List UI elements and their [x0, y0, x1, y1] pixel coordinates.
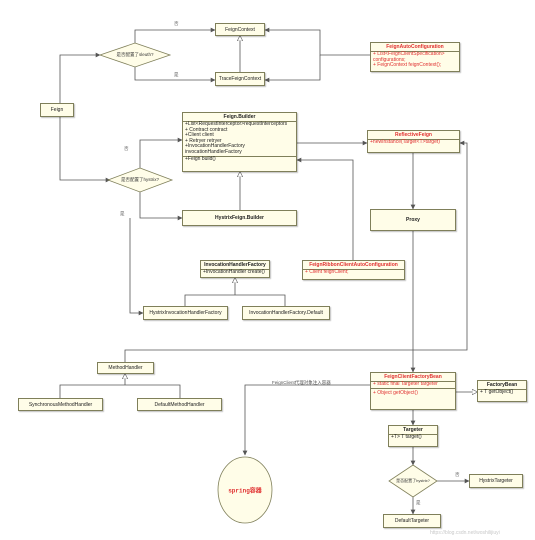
- edge-label-hystrix-no: 否: [124, 146, 129, 151]
- edge-feign-sleuth: [59, 52, 101, 103]
- node-invocation-handler-factory-default: InvocationHandlerFactory.Default: [242, 306, 330, 320]
- decision-sleuth-label: 是否配置了sleuth?: [116, 52, 154, 57]
- feign-builder-field: + Contract contract: [185, 126, 228, 133]
- decision-sleuth-diamond: [98, 42, 172, 68]
- feign-auto-configuration-field: + List<FeignClientSpecification>: [373, 51, 445, 57]
- node-feign: Feign: [40, 103, 74, 117]
- spring-container-label: spring容器: [228, 487, 262, 495]
- factory-bean-title: FactoryBean: [478, 381, 526, 390]
- edge-label-sleuth-no: 否: [174, 21, 179, 26]
- edge-autoconf-trace: [264, 55, 321, 83]
- feign-auto-configuration-title: FeignAutoConfiguration: [371, 43, 459, 52]
- node-default-method-handler: DefaultMethodHandler: [137, 398, 222, 411]
- edge-hihf-ihf: [184, 294, 286, 306]
- edge-hystrix-hbuilder: [139, 188, 183, 221]
- edge-feign-hystrix: [59, 117, 111, 183]
- node-reflective-feign: ReflectiveFeign +newInstance(Target<T>ta…: [367, 130, 460, 153]
- factory-bean-method: + T getObject(): [480, 389, 514, 395]
- node-synchronous-method-handler: SynchronousMethodHandler: [18, 398, 103, 411]
- feign-client-factory-bean-title: FeignClientFactoryBean: [371, 373, 455, 382]
- feign-builder-field: +Client client: [185, 132, 214, 139]
- edge-hystrix-builder: [139, 137, 183, 172]
- node-feign-ribbon-client-auto-configuration: FeignRibbonClientAutoConfiguration + Cli…: [302, 260, 405, 280]
- node-invocation-handler-factory: InvocationHandlerFactory +InvocationHand…: [200, 260, 270, 278]
- edge-autoconf-context: [264, 27, 370, 56]
- feign-builder-method: +Feign build(): [183, 155, 296, 163]
- feign-ribbon-title: FeignRibbonClientAutoConfiguration: [303, 261, 404, 270]
- invocation-handler-factory-method: +InvocationHandler create(): [203, 269, 265, 275]
- node-hystrix-feign-builder: HystrixFeign.Builder: [182, 210, 297, 226]
- reflective-feign-method: +newInstance(Target<T>target): [370, 139, 440, 145]
- feign-builder-title: Feign.Builder: [183, 113, 296, 122]
- edge-ribbon-builder: [296, 157, 354, 260]
- feign-builder-field: +List<RequestInterceptor>requestIntercep…: [185, 121, 288, 127]
- node-feign-auto-configuration: FeignAutoConfiguration + List<FeignClien…: [370, 42, 460, 72]
- watermark: https://blog.csdn.net/woshilijiuyi: [430, 530, 500, 536]
- targeter-method: +T> T target(): [391, 434, 422, 440]
- node-method-handler: MethodHandler: [97, 362, 154, 374]
- edge-label-targeter-yes: 否: [455, 472, 460, 477]
- feign-builder-field: +InvocationHandlerFactory: [185, 143, 245, 150]
- decision-targeter-diamond: [388, 464, 438, 498]
- node-hystrix-targeter: HystrixTargeter: [469, 474, 523, 488]
- edge-hystrix-ihf: [129, 218, 144, 316]
- edge-sleuth-trace: [134, 63, 216, 83]
- node-hystrix-invocation-handler-factory: HystrixInvocationHandlerFactory: [143, 306, 228, 320]
- feign-client-factory-bean-method: + Object getObject(): [371, 387, 455, 398]
- edge-label-sleuth-yes: 是: [174, 72, 179, 77]
- annotation-spring-inject: FeignClient代理对象注入容器: [272, 380, 331, 385]
- edge-fcfb-spring: [242, 384, 370, 456]
- edge-method-reflective: [124, 140, 468, 362]
- node-targeter: Targeter +T> T target(): [388, 425, 438, 447]
- reflective-feign-title: ReflectiveFeign: [368, 131, 459, 140]
- edge-sync-default: [59, 384, 181, 398]
- spring-container-ellipse: [217, 456, 273, 524]
- decision-targeter-label: 是否配置了hystrix?: [396, 478, 430, 483]
- edge-label-hystrix-yes: 是: [120, 211, 125, 216]
- node-feign-builder: Feign.Builder +List<RequestInterceptor>r…: [182, 112, 297, 172]
- decision-hystrix-diamond: [106, 167, 174, 193]
- invocation-handler-factory-title: InvocationHandlerFactory: [201, 261, 269, 270]
- edge-sleuth-feigncontext: [134, 27, 216, 47]
- node-trace-feign-context: TraceFeignContext: [215, 72, 265, 86]
- edge-label-targeter-no: 是: [416, 500, 421, 505]
- feign-ribbon-field: + Client feignClient;: [305, 269, 349, 275]
- node-feign-client-factory-bean: FeignClientFactoryBean + static final Ta…: [370, 372, 456, 410]
- node-default-targeter: DefaultTargeter: [383, 514, 441, 528]
- feign-builder-field: + Retryer retryer: [185, 137, 222, 144]
- node-feign-context: FeignContext: [215, 23, 265, 36]
- feign-client-factory-bean-field: + static final Targeter targeter: [373, 381, 438, 387]
- feign-builder-field: invocationHandlerFactory: [185, 148, 242, 155]
- feign-auto-configuration-field: configurations;: [373, 56, 406, 63]
- decision-hystrix-label: 是否配置了hystrix?: [120, 177, 160, 182]
- node-factory-bean: FactoryBean + T getObject(): [477, 380, 527, 402]
- feign-auto-configuration-field: + FeignContext feignContext();: [373, 62, 442, 69]
- node-proxy: Proxy: [370, 209, 456, 231]
- targeter-title: Targeter: [389, 426, 437, 435]
